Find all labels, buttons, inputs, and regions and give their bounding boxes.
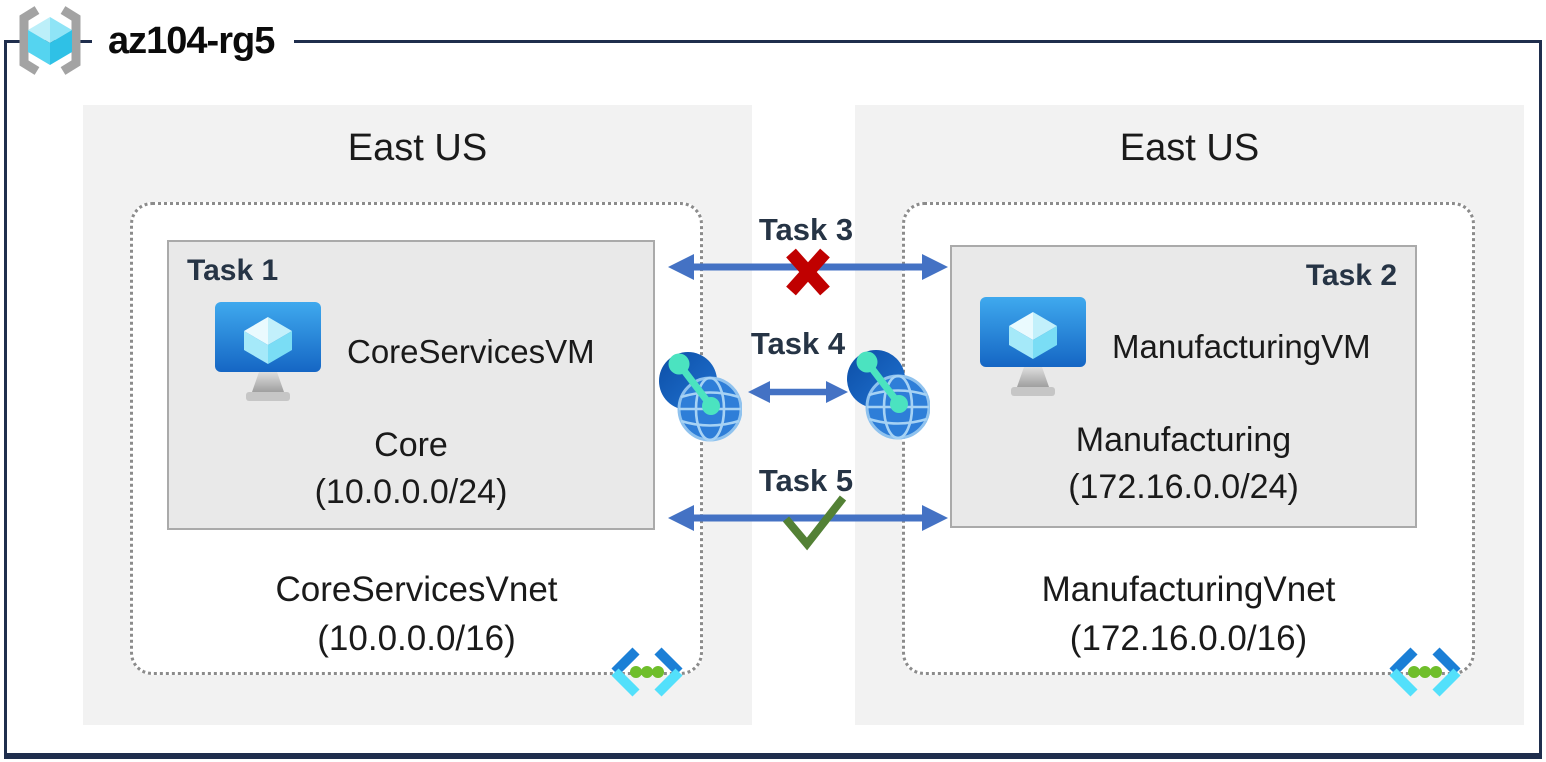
vnet-name: CoreServicesVnet [275, 570, 558, 609]
subnet-cidr: (10.0.0.0/24) [314, 473, 508, 511]
virtual-machine-icon [215, 302, 321, 401]
virtual-machine-icon [980, 297, 1086, 396]
region-label: East US [1119, 127, 1260, 169]
virtual-network-icon [1389, 647, 1461, 697]
task3-label: Task 3 [758, 212, 854, 247]
resource-group-header: az104-rg5 [10, 2, 295, 80]
resource-group-title: az104-rg5 [92, 6, 295, 76]
vm-row: CoreServicesVM [215, 302, 595, 402]
subnet-box-core: Task 1 CoreServicesVM [167, 240, 655, 530]
vm-row: ManufacturingVM [980, 297, 1371, 397]
task1-label: Task 1 [187, 254, 279, 287]
subnet-box-manufacturing: Task 2 ManufacturingVM Manufacturing (17… [950, 245, 1417, 528]
vnet-label: CoreServicesVnet (10.0.0.0/16) [133, 565, 700, 663]
vnet-label: ManufacturingVnet (172.16.0.0/16) [905, 565, 1472, 663]
vnet-name: ManufacturingVnet [1041, 570, 1336, 609]
vnet-cidr: (10.0.0.0/16) [317, 619, 516, 658]
task5-label: Task 5 [758, 463, 854, 498]
task2-label: Task 2 [1305, 259, 1397, 292]
vm-name: CoreServicesVM [347, 333, 595, 370]
subnet-label: Core (10.0.0.0/24) [169, 422, 653, 516]
vnet-peering-icon [847, 350, 930, 440]
vnet-peering-icon [659, 352, 742, 442]
task4-label: Task 4 [750, 326, 846, 361]
region-label: East US [347, 127, 488, 169]
subnet-label: Manufacturing (172.16.0.0/24) [952, 417, 1415, 511]
subnet-name: Core [374, 426, 448, 464]
resource-group-frame [4, 40, 1542, 759]
resource-group-icon [19, 6, 81, 75]
vnet-cidr: (172.16.0.0/16) [1069, 619, 1308, 658]
virtual-network-icon [611, 647, 683, 697]
vm-name: ManufacturingVM [1112, 328, 1371, 365]
subnet-cidr: (172.16.0.0/24) [1068, 468, 1299, 506]
subnet-name: Manufacturing [1075, 421, 1292, 459]
